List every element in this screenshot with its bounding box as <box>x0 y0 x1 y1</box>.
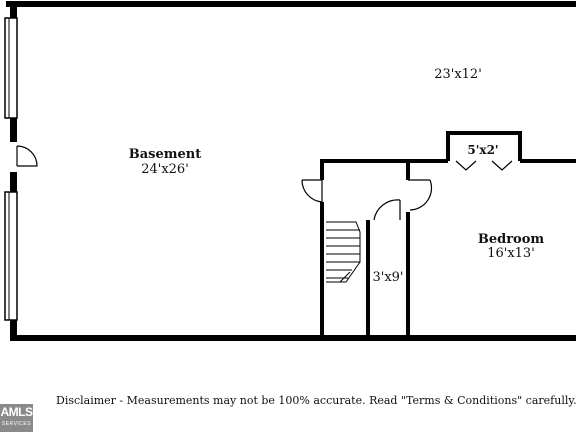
window-top <box>4 17 18 119</box>
interior-walls <box>320 131 576 338</box>
left-door-swing <box>16 145 38 167</box>
exterior-walls <box>6 1 576 341</box>
basement-dim: 24'x26' <box>141 162 189 177</box>
left-wall <box>4 4 38 341</box>
hall-door-swing <box>373 199 401 221</box>
logo-line2: SERVICES <box>1 421 32 427</box>
upper-right-dim: 23'x12' <box>434 67 482 82</box>
bedroom-name: Bedroom <box>478 232 545 247</box>
bedroom-dim: 16'x13' <box>487 246 535 261</box>
amls-logo: AMLS SERVICES <box>0 404 33 432</box>
hall-dim: 3'x9' <box>372 270 403 285</box>
closet-door-right <box>491 160 513 171</box>
closet-dim: 5'x2' <box>467 143 498 157</box>
stairs <box>326 221 361 283</box>
basement-name: Basement <box>129 147 201 162</box>
bedroom-door-swing <box>409 179 433 211</box>
disclaimer-text: Disclaimer - Measurements may not be 100… <box>56 394 576 407</box>
window-bottom <box>4 191 18 321</box>
stair-door-swing <box>301 179 323 203</box>
closet-door-left <box>455 160 477 171</box>
doors <box>301 160 513 221</box>
logo-line1: AMLS <box>0 405 34 419</box>
